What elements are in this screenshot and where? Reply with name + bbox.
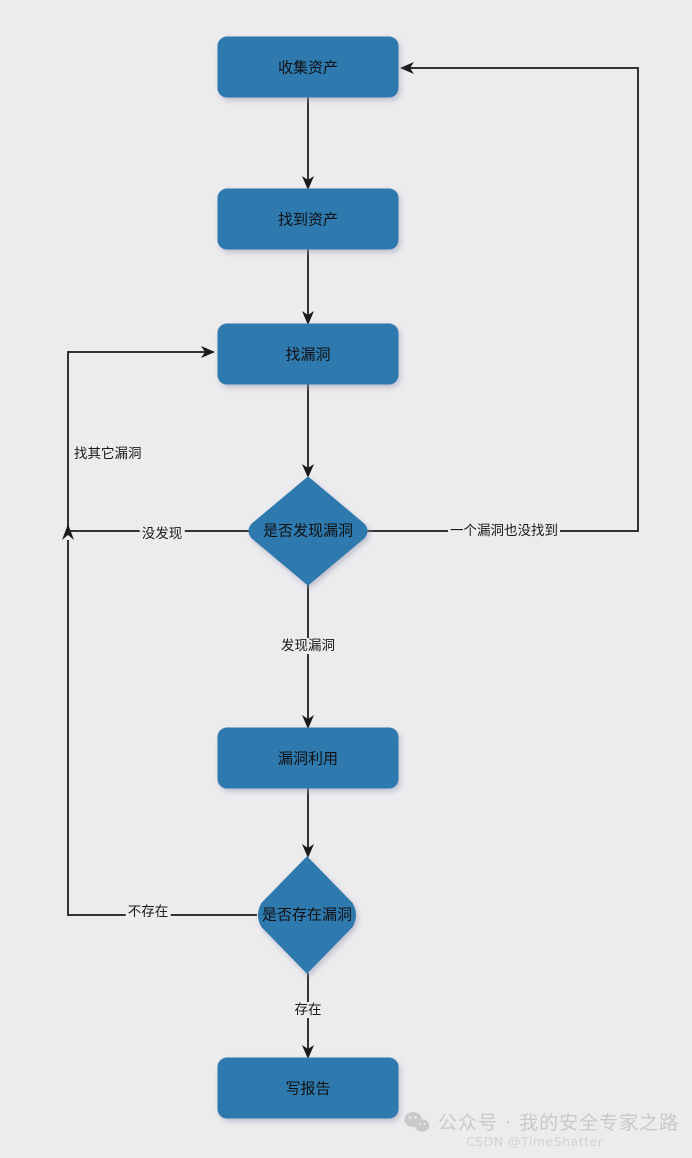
edge-findvuln-to-decide1	[302, 384, 314, 478]
node-find-vulnerability[interactable]	[217, 323, 399, 385]
watermark: 公众号 · 我的安全专家之路	[404, 1108, 679, 1135]
node-label-exploit-vulnerability: 漏洞利用	[278, 750, 338, 768]
watermark-text: 公众号 · 我的安全专家之路	[438, 1112, 680, 1134]
edge-label-find-other-vulnerabilities: 找其它漏洞	[72, 446, 144, 462]
node-found-assets[interactable]	[217, 188, 399, 250]
node-label-collect-assets: 收集资产	[278, 59, 338, 77]
node-label-found-assets: 找到资产	[278, 211, 338, 229]
node-decision-vulnerability-found[interactable]	[248, 476, 368, 586]
edge-decide2-not-exist-loop	[62, 524, 257, 916]
wechat-icon	[404, 1111, 430, 1133]
watermark-credit: CSDN @TimeShatter	[466, 1134, 604, 1149]
edge-found-to-findvuln	[302, 249, 314, 325]
edge-label-does-not-exist: 不存在	[125, 904, 171, 920]
node-decision-vulnerability-exists[interactable]	[258, 856, 356, 974]
edge-decide1-to-exploit	[302, 585, 314, 729]
node-label-decision-vulnerability-found: 是否发现漏洞	[263, 522, 353, 540]
edge-collect-to-found	[302, 97, 314, 190]
node-exploit-vulnerability[interactable]	[217, 727, 399, 789]
edge-exploit-to-decide2	[302, 788, 314, 858]
node-label-find-vulnerability: 找漏洞	[285, 346, 330, 364]
edge-label-not-found: 没发现	[139, 526, 185, 542]
node-collect-assets[interactable]	[217, 36, 399, 98]
node-label-write-report: 写报告	[285, 1080, 330, 1098]
edge-decide1-none-found-loop	[366, 62, 639, 532]
node-write-report[interactable]	[217, 1057, 399, 1119]
edge-label-none-found-at-all: 一个漏洞也没找到	[448, 523, 560, 539]
edge-label-vulnerability-found: 发现漏洞	[279, 638, 337, 654]
node-label-decision-vulnerability-exists: 是否存在漏洞	[262, 906, 352, 924]
edge-label-exists: 存在	[292, 1002, 324, 1018]
